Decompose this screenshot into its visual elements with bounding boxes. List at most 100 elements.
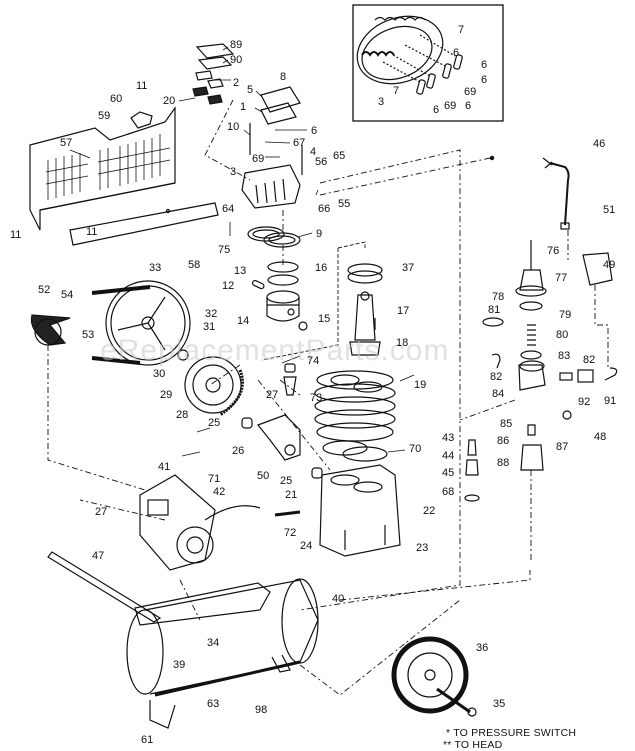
part-label-16: 16 [315, 262, 328, 274]
inset-label-6: 6 [465, 100, 472, 112]
part-label-2: 2 [233, 77, 240, 89]
gauge-48 [562, 410, 572, 420]
part-label-40: 40 [332, 593, 345, 605]
part-label-79: 79 [559, 309, 572, 321]
tube-50 [204, 505, 261, 521]
part-label-18: 18 [396, 337, 409, 349]
flywheel [91, 280, 191, 366]
part-label-3: 3 [230, 166, 237, 178]
part-label-73: 73 [310, 392, 323, 404]
pressure-switch [582, 252, 613, 286]
part-label-98: 98 [255, 704, 268, 716]
fitting-81 [482, 317, 504, 327]
fitting-92 [559, 372, 573, 381]
part-label-83: 83 [558, 350, 571, 362]
cylinder [314, 370, 396, 442]
part-label-49: 49 [603, 259, 616, 271]
part-label-37: 37 [402, 262, 415, 274]
part-label-35: 35 [493, 698, 506, 710]
inset-label-7: 7 [458, 24, 465, 36]
part-label-89: 89 [230, 39, 243, 51]
part-label-50: 50 [257, 470, 270, 482]
part-label-11: 11 [136, 80, 148, 92]
part-label-88: 88 [497, 457, 510, 469]
inset-label-69: 69 [444, 100, 457, 112]
part-label-25: 25 [280, 475, 293, 487]
motor-pulley [30, 314, 71, 346]
part-label-23: 23 [416, 542, 429, 554]
inset-label-6: 6 [481, 74, 488, 86]
part-label-70: 70 [409, 443, 422, 455]
inset-valve-detail [352, 4, 504, 122]
part-label-82: 82 [583, 354, 596, 366]
inset-label-3: 3 [378, 96, 385, 108]
inset-label-6: 6 [433, 104, 440, 116]
part-label-11: 11 [10, 229, 22, 241]
part-label-24: 24 [300, 540, 313, 552]
part-label-36: 36 [476, 642, 489, 654]
retainer-15 [298, 321, 308, 331]
part-label-56: 56 [315, 156, 328, 168]
pressure-switch-star [489, 155, 495, 161]
watermark: eReplacementParts.com [100, 334, 450, 367]
crankcase [319, 464, 401, 557]
head-gasket [247, 226, 301, 248]
part-label-48: 48 [594, 431, 607, 443]
part-label-58: 58 [188, 259, 201, 271]
part-label-53: 53 [82, 329, 95, 341]
part-label-10: 10 [227, 121, 240, 133]
part-label-26: 26 [232, 445, 245, 457]
part-label-33: 33 [149, 262, 162, 274]
part-label-59: 59 [98, 110, 111, 122]
part-label-92: 92 [578, 396, 591, 408]
part-label-12: 12 [222, 280, 235, 292]
part-label-32: 32 [205, 308, 218, 320]
cylinder-head [241, 164, 301, 209]
part-label-11: 11 [86, 226, 98, 238]
part-label-15: 15 [318, 313, 331, 325]
part-label-44: 44 [442, 450, 455, 462]
bracket-59 [130, 111, 153, 129]
connecting-rod-assembly [347, 263, 383, 356]
part-label-19: 19 [414, 379, 427, 391]
part-label-77: 77 [555, 272, 568, 284]
part-label-76: 76 [547, 245, 560, 257]
part-label-5: 5 [247, 84, 254, 96]
gasket-70 [322, 440, 368, 456]
part-label-78: 78 [492, 291, 505, 303]
wheel [391, 636, 477, 717]
part-label-60: 60 [110, 93, 123, 105]
part-label-69: 69 [252, 153, 265, 165]
check-valve-fittings [464, 439, 480, 502]
part-label-87: 87 [556, 441, 569, 453]
part-label-30: 30 [153, 368, 166, 380]
ring-lower [267, 274, 299, 286]
part-label-64: 64 [222, 203, 235, 215]
part-label-34: 34 [207, 637, 220, 649]
part-label-86: 86 [497, 435, 510, 447]
part-label-1: 1 [240, 101, 247, 113]
tube-72 [274, 510, 301, 517]
part-label-81: 81 [488, 304, 501, 316]
part-label-25: 25 [208, 417, 221, 429]
elbow-82b [604, 367, 618, 381]
part-label-84: 84 [492, 388, 505, 400]
part-label-39: 39 [173, 659, 186, 671]
part-label-21: 21 [285, 489, 298, 501]
part-label-45: 45 [442, 467, 455, 479]
part-label-47: 47 [92, 550, 105, 562]
head-cover-5 [260, 86, 301, 113]
cap-74 [284, 363, 296, 373]
part-label-31: 31 [203, 321, 216, 333]
part-label-71: 71 [208, 473, 221, 485]
assembly-guide [261, 241, 366, 361]
connection-lines [47, 99, 609, 696]
part-label-20: 20 [163, 95, 176, 107]
part-label-74: 74 [307, 355, 320, 367]
part-label-75: 75 [218, 244, 231, 256]
part-label-65: 65 [333, 150, 346, 162]
part-label-27: 27 [266, 389, 279, 401]
part-label-85: 85 [500, 418, 513, 430]
